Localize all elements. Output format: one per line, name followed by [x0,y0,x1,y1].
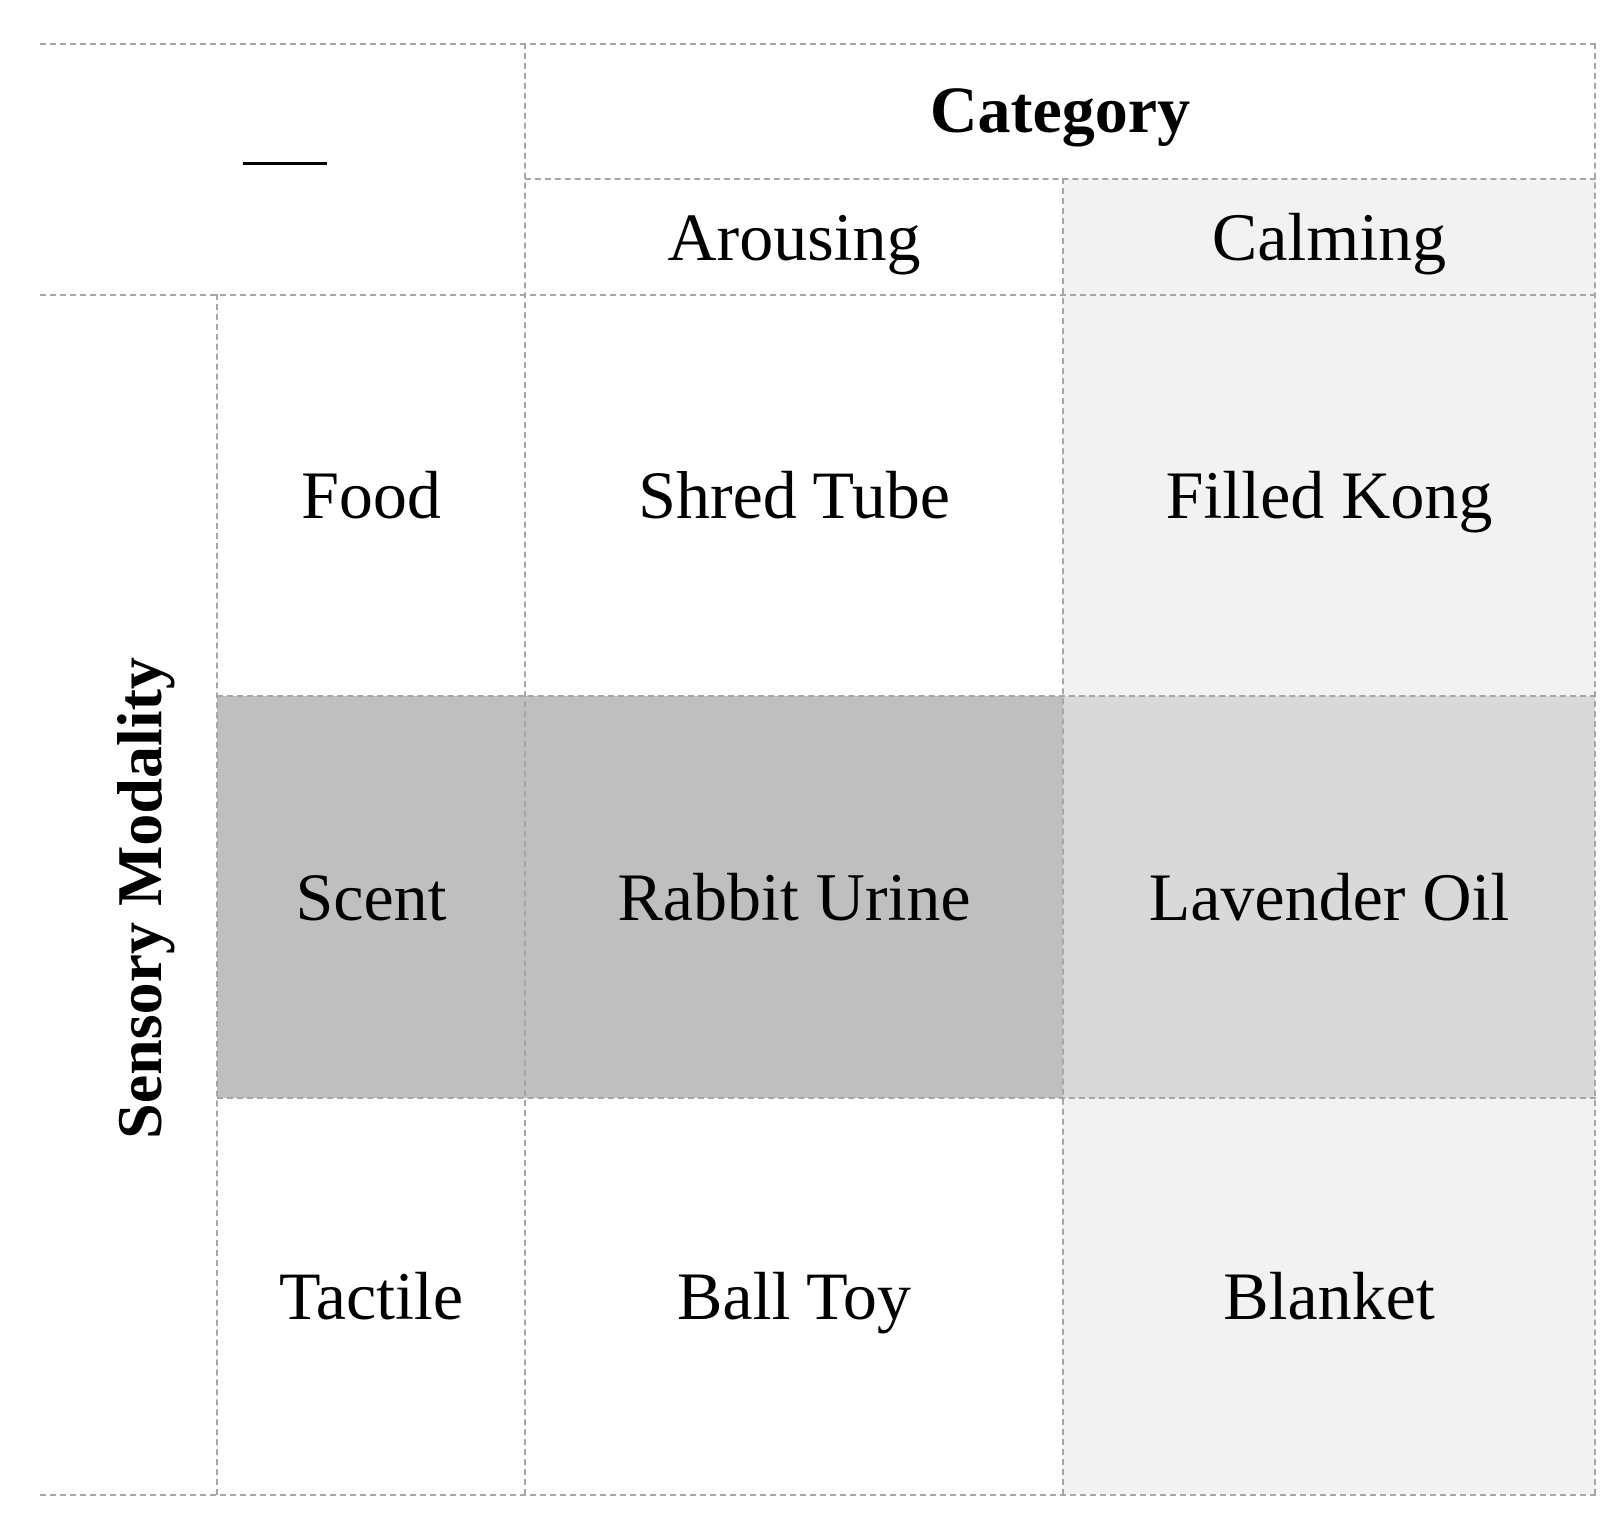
row-label-scent: Scent [295,858,447,935]
category-header: Category [929,74,1191,147]
calming-header-bg [1063,179,1595,295]
food-calming-bg [1063,295,1595,696]
grid-food-bottom [217,695,1596,697]
grid-top [40,43,1596,45]
row-label-tactile: Tactile [278,1258,463,1334]
scent-row-bg [217,696,1063,1098]
column-header-arousing: Arousing [667,198,921,275]
grid-scent-bottom [217,1097,1596,1099]
food-arousing-cell: Shred Tube [638,457,950,533]
column-header-calming: Calming [1211,198,1447,275]
grid-header-bottom [40,294,1596,296]
grid-bottom [40,1494,1596,1496]
corner-mark-text: — [243,120,244,121]
row-label-food: Food [301,457,441,533]
food-calming-cell: Filled Kong [1165,457,1493,533]
sensory-modality-label: Sensory Modality [104,657,175,1139]
scent-calming-cell: Lavender Oil [1148,858,1510,935]
tactile-calming-bg [1063,1098,1595,1494]
grid-row-label-left [216,294,218,1495]
grid-category-bottom [525,178,1596,180]
tactile-arousing-cell: Ball Toy [677,1258,911,1334]
grid-right [1594,43,1596,1495]
scent-arousing-cell: Rabbit Urine [617,858,971,935]
grid-arousing-left [524,43,526,1495]
tactile-calming-cell: Blanket [1223,1258,1435,1334]
scent-calming-bg [1063,696,1595,1098]
grid-calming-left [1062,178,1064,1495]
corner-mark [243,162,327,165]
